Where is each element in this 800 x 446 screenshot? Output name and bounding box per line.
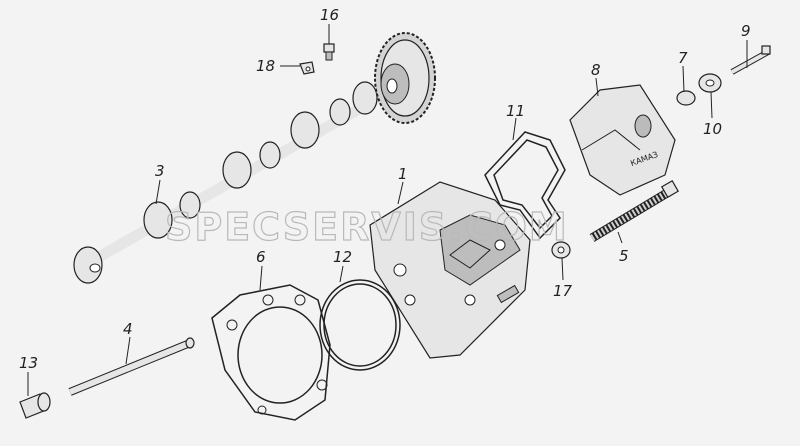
- callout-13: 13: [19, 354, 38, 372]
- callout-11: 11: [506, 102, 525, 120]
- leader-lines: [27, 24, 748, 396]
- tube-4: [68, 337, 195, 396]
- washer-10: [698, 73, 722, 93]
- callout-17: 17: [553, 282, 573, 300]
- washer-17: [551, 241, 571, 259]
- callout-12: 12: [333, 248, 352, 266]
- callout-5: 5: [619, 247, 629, 265]
- bolt-16: [323, 43, 335, 61]
- callout-3: 3: [155, 162, 165, 180]
- callout-8: 8: [591, 61, 601, 79]
- cover-gasket: [484, 131, 566, 240]
- callouts: 16 18 9 7 8 11 10 3 1 5 6 12 17 4 13: [19, 6, 751, 372]
- callout-10: 10: [703, 120, 722, 138]
- clip-18: [299, 61, 315, 75]
- watermark: SPECSERVIS.COM: [165, 205, 569, 249]
- head-gasket: [211, 284, 331, 421]
- callout-18: 18: [256, 57, 275, 75]
- callout-1: 1: [398, 165, 408, 183]
- callout-4: 4: [123, 320, 133, 338]
- stud-9: [730, 45, 771, 75]
- valve-cover: КАМАЗ: [569, 84, 676, 196]
- camshaft: [73, 32, 436, 284]
- head-bolt-5: [589, 179, 680, 242]
- callout-16: 16: [320, 6, 339, 24]
- washer-7: [676, 90, 696, 106]
- callout-6: 6: [256, 248, 266, 266]
- sleeve-13: [19, 392, 51, 419]
- cylinder-head: [369, 181, 531, 359]
- callout-9: 9: [741, 22, 751, 40]
- callout-7: 7: [678, 49, 688, 67]
- seal-ring-12: [319, 279, 401, 371]
